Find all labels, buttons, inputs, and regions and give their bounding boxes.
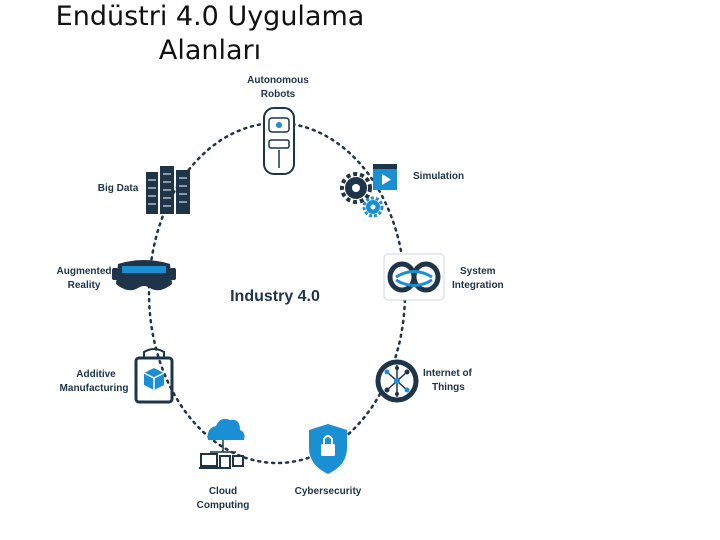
node-label-line1: Autonomous xyxy=(247,75,309,86)
network-globe-icon xyxy=(375,359,419,403)
node-additive-manufacturing: Additive Manufacturing xyxy=(60,348,174,404)
node-label-line1: Additive xyxy=(76,369,116,380)
node-simulation: Simulation xyxy=(340,164,464,218)
node-cloud-computing: Cloud Computing xyxy=(197,418,250,511)
integration-loop-icon xyxy=(383,253,445,301)
node-label-line2: Robots xyxy=(261,89,296,100)
node-label-line1: System xyxy=(460,266,496,277)
node-label-line2: Computing xyxy=(197,500,250,511)
gears-video-icon xyxy=(340,164,397,218)
slide-title: Endüstri 4.0 Uygulama Alanları xyxy=(55,1,365,66)
node-label-line1: Augmented xyxy=(57,266,112,277)
server-racks-icon xyxy=(146,166,190,214)
cloud-devices-icon xyxy=(199,418,245,469)
node-label-line1: Cybersecurity xyxy=(295,486,362,497)
center-label: Industry 4.0 xyxy=(230,288,320,305)
node-label-line1: Big Data xyxy=(98,183,139,194)
node-label-line2: Things xyxy=(432,382,465,393)
shield-lock-icon xyxy=(309,424,347,474)
node-system-integration: System Integration xyxy=(383,253,504,301)
node-label-line1: Cloud xyxy=(209,486,237,497)
node-label-line2: Reality xyxy=(68,280,101,291)
node-label-line2: Integration xyxy=(452,280,504,291)
vr-headset-icon xyxy=(112,260,176,291)
node-cybersecurity: Cybersecurity xyxy=(295,424,362,497)
node-augmented-reality: Augmented Reality xyxy=(57,260,176,291)
node-label-line1: Simulation xyxy=(413,171,464,182)
industry-diagram: Industry 4.0 Autonomous Robots Simulatio… xyxy=(57,75,504,511)
node-autonomous-robots: Autonomous Robots xyxy=(247,75,309,175)
node-label-line2: Manufacturing xyxy=(60,383,129,394)
node-internet-of-things: Internet of Things xyxy=(375,359,473,403)
node-big-data: Big Data xyxy=(98,166,190,214)
node-label-line1: Internet of xyxy=(423,368,473,379)
3d-printer-icon xyxy=(134,348,174,404)
robot-car-icon xyxy=(263,107,295,175)
